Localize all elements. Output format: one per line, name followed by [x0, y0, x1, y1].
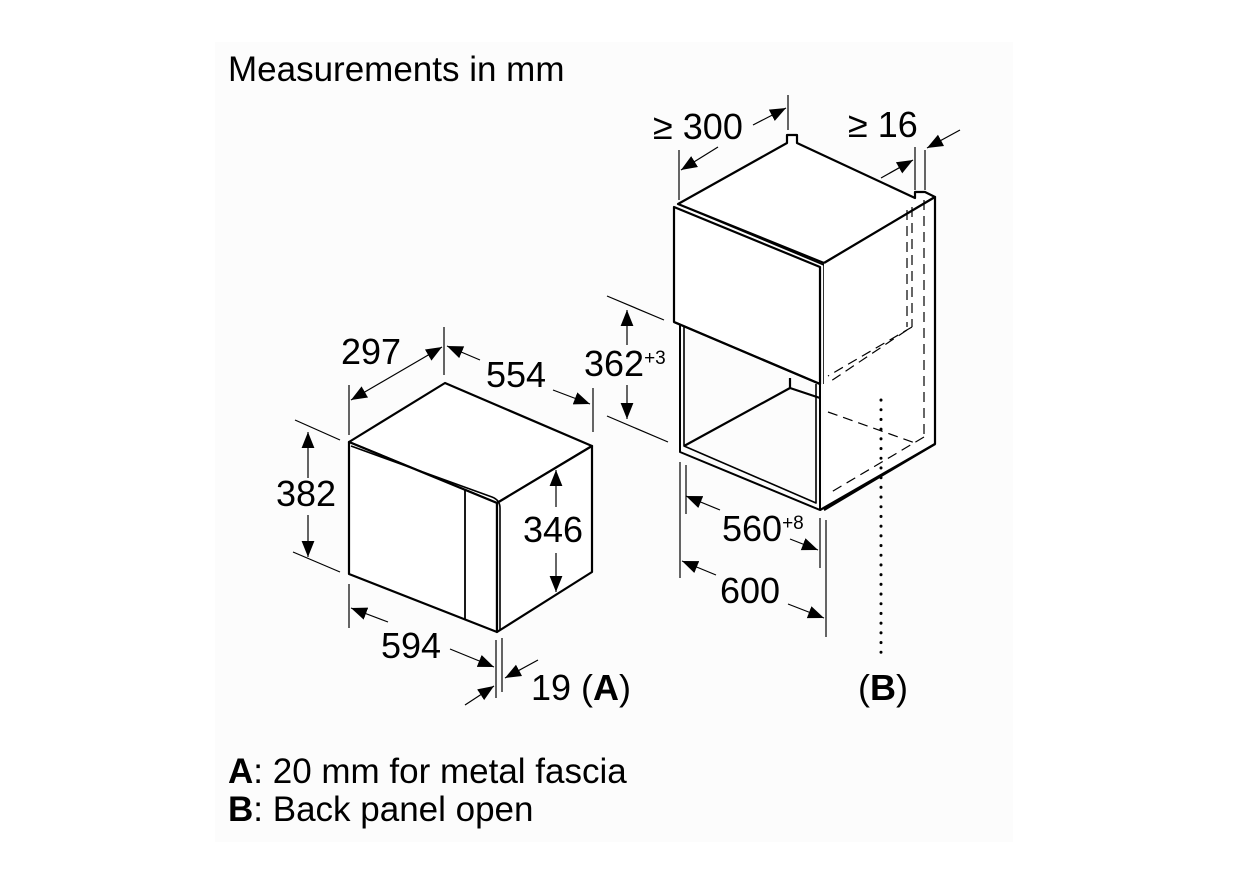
min-side-clearance-label: ≥ 16	[848, 104, 918, 145]
appliance-width-label: 594	[381, 625, 441, 666]
legend-key: B	[228, 790, 254, 829]
cabinet-hidden-edges	[827, 200, 925, 495]
cabinet-width-label: 600	[720, 570, 780, 611]
legend-key: A	[228, 752, 254, 791]
niche-width-label: 560+8	[722, 508, 804, 549]
appliance-dimensions	[292, 327, 594, 706]
legend-text: : Back panel open	[253, 790, 534, 829]
fascia-thickness-label: 19 (A)	[531, 667, 631, 708]
min-depth-label: ≥ 300	[653, 106, 743, 147]
measurement-title: Measurements in mm	[228, 50, 565, 89]
appliance-height-label: 382	[276, 473, 336, 514]
legend-item-b: B: Back panel open	[228, 790, 534, 830]
legend-item-a: A: 20 mm for metal fascia	[228, 752, 627, 792]
cabinet-dimensions	[606, 95, 961, 637]
appliance-depth-label: 297	[341, 331, 401, 372]
appliance-inner-height-label: 346	[523, 509, 583, 550]
back-panel-ref-label: (B)	[858, 667, 908, 708]
appliance-body	[347, 381, 594, 634]
niche-height-label: 362+3	[584, 343, 666, 384]
appliance-side-depth-label: 554	[486, 354, 546, 395]
legend-text: : 20 mm for metal fascia	[253, 752, 627, 791]
